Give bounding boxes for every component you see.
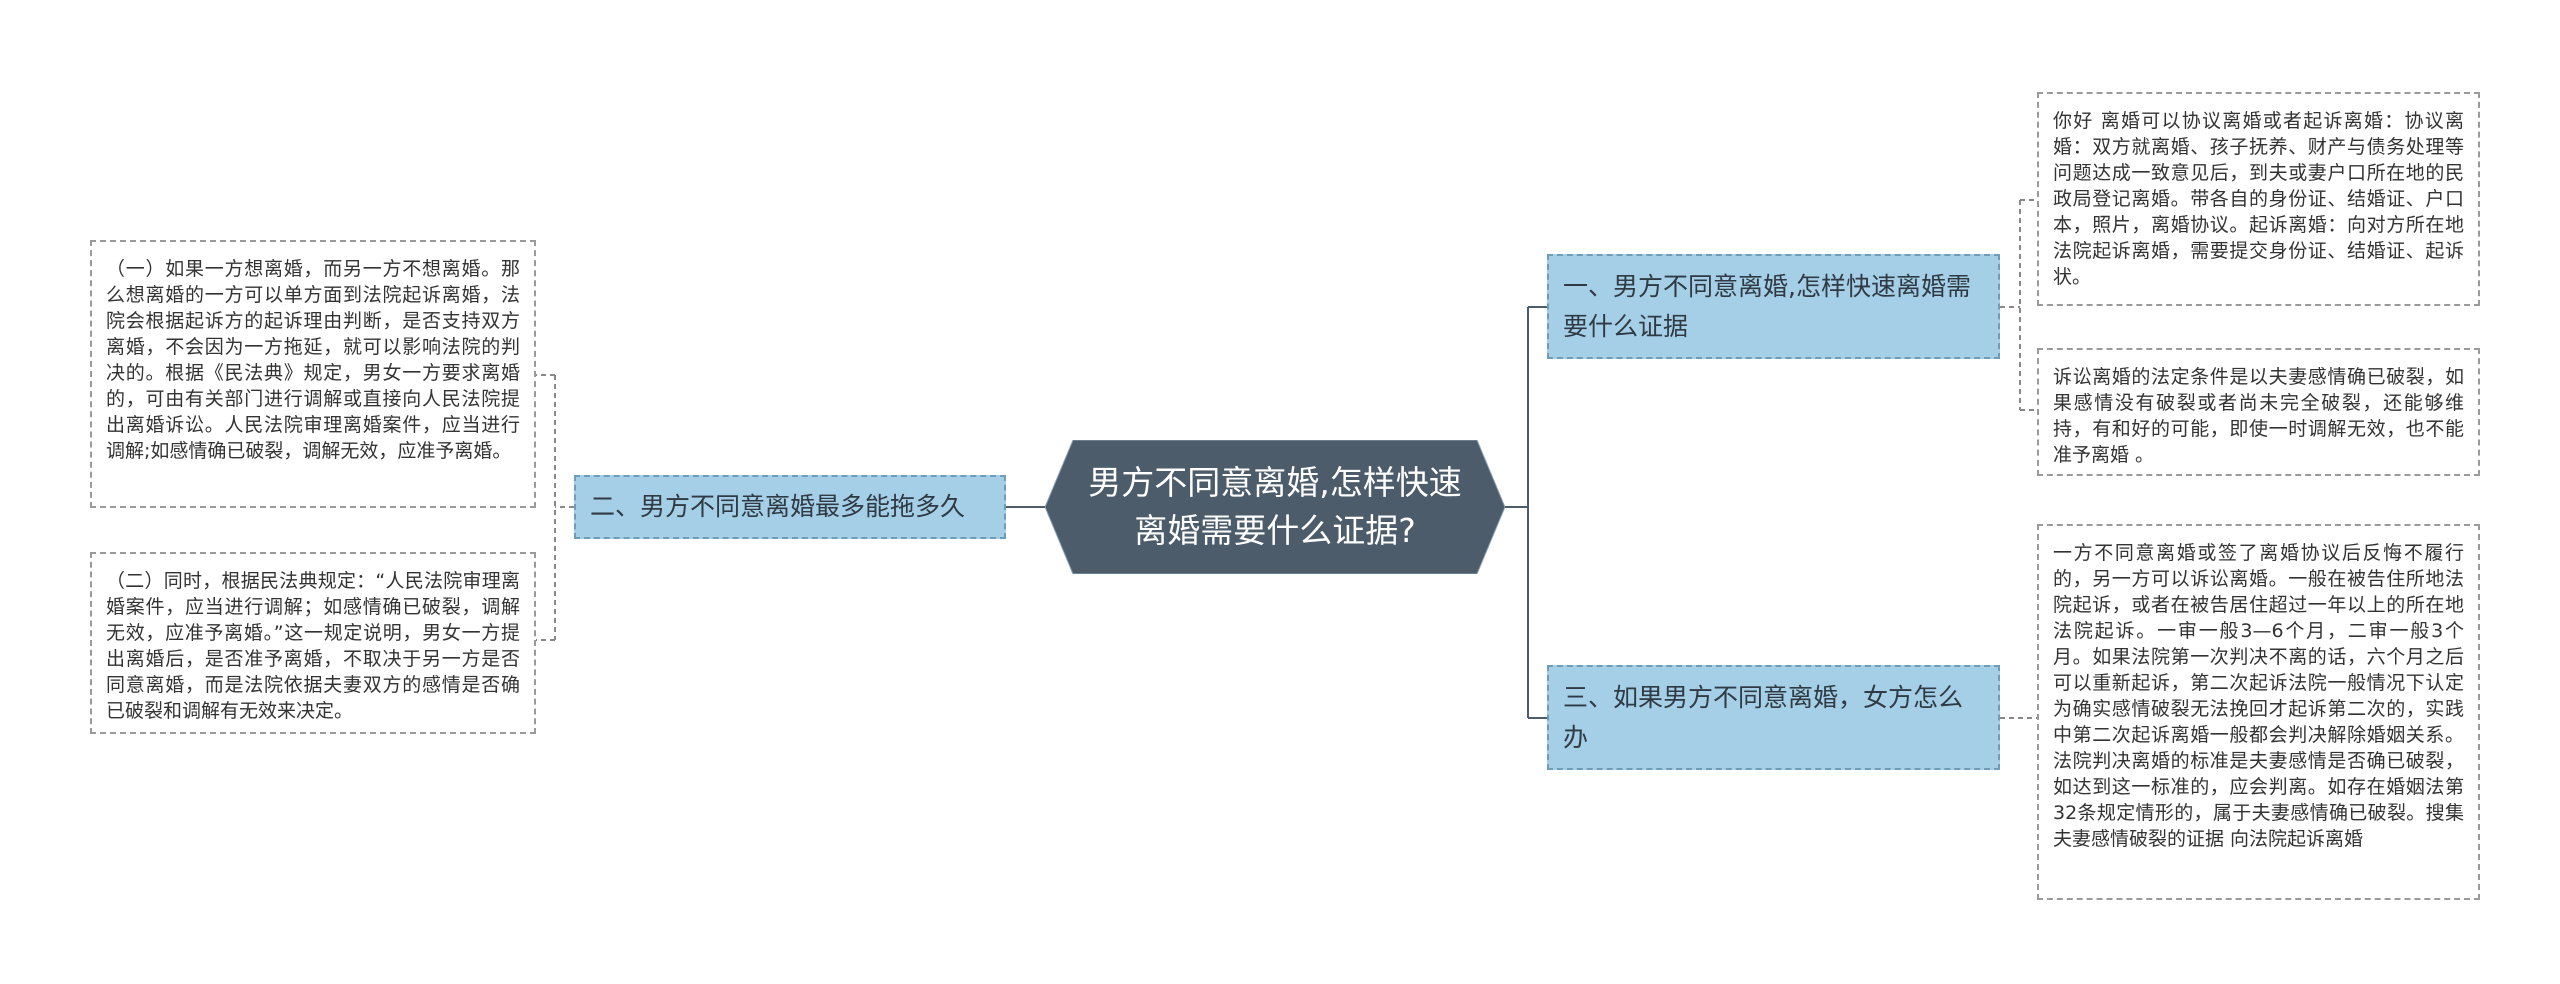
leaf-text-2-2: （二）同时，根据民法典规定：“人民法院审理离婚案件，应当进行调解；如感情确已破裂… <box>106 570 520 722</box>
root-node-shape <box>1045 440 1505 574</box>
root-node[interactable]: 男方不同意离婚,怎样快速离婚需要什么证据? <box>1045 440 1505 574</box>
branch-node-2[interactable]: 二、男方不同意离婚最多能拖多久 <box>574 475 1006 539</box>
branch-node-3[interactable]: 三、如果男方不同意离婚，女方怎么办 <box>1547 665 2000 770</box>
leaf-node-2-1[interactable]: （一）如果一方想离婚，而另一方不想离婚。那么想离婚的一方可以单方面到法院起诉离婚… <box>90 240 536 508</box>
leaf-text-2-1: （一）如果一方想离婚，而另一方不想离婚。那么想离婚的一方可以单方面到法院起诉离婚… <box>106 258 520 462</box>
branch-label-3: 三、如果男方不同意离婚，女方怎么办 <box>1563 682 1964 752</box>
branch-node-1[interactable]: 一、男方不同意离婚,怎样快速离婚需要什么证据 <box>1547 254 2000 359</box>
leaf-node-3-1[interactable]: 一方不同意离婚或签了离婚协议后反悔不履行的，另一方可以诉讼离婚。一般在被告住所地… <box>2037 524 2480 900</box>
branch-label-1: 一、男方不同意离婚,怎样快速离婚需要什么证据 <box>1563 271 1971 341</box>
leaf-text-3-1: 一方不同意离婚或签了离婚协议后反悔不履行的，另一方可以诉讼离婚。一般在被告住所地… <box>2053 542 2464 850</box>
root-title: 男方不同意离婚,怎样快速离婚需要什么证据? <box>1088 463 1462 550</box>
leaf-node-1-1[interactable]: 你好 离婚可以协议离婚或者起诉离婚：协议离婚：双方就离婚、孩子抚养、财产与债务处… <box>2037 92 2480 306</box>
leaf-text-1-2: 诉讼离婚的法定条件是以夫妻感情确已破裂，如果感情没有破裂或者尚未完全破裂，还能够… <box>2053 366 2464 466</box>
branch-label-2: 二、男方不同意离婚最多能拖多久 <box>590 492 966 521</box>
leaf-text-1-1: 你好 离婚可以协议离婚或者起诉离婚：协议离婚：双方就离婚、孩子抚养、财产与债务处… <box>2053 110 2464 288</box>
leaf-node-2-2[interactable]: （二）同时，根据民法典规定：“人民法院审理离婚案件，应当进行调解；如感情确已破裂… <box>90 552 536 734</box>
leaf-node-1-2[interactable]: 诉讼离婚的法定条件是以夫妻感情确已破裂，如果感情没有破裂或者尚未完全破裂，还能够… <box>2037 348 2480 476</box>
